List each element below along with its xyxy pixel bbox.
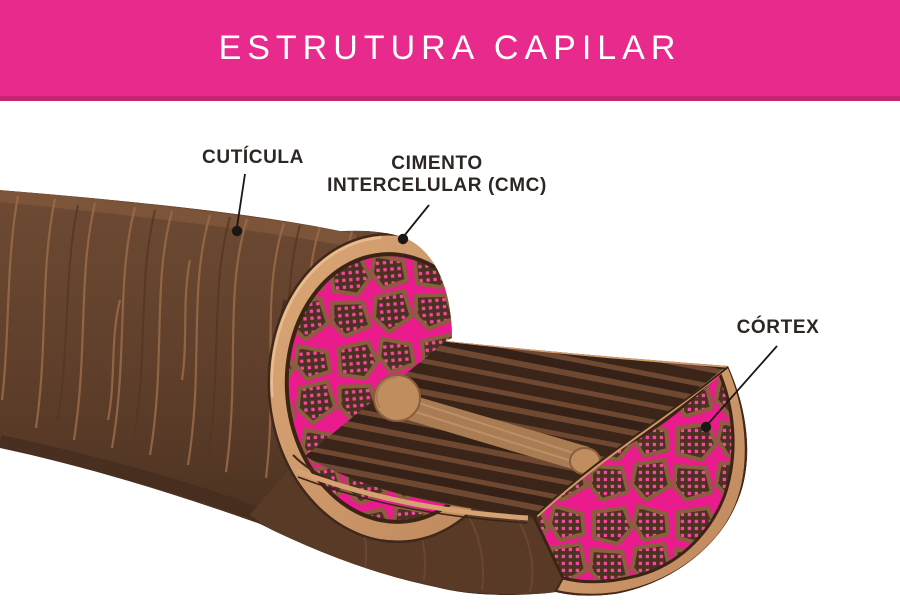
medulla-streaks (389, 396, 581, 463)
medulla-core-detail (375, 375, 398, 409)
cuticula-leader-line (236, 173, 246, 228)
label-cuticula: CUTÍCULA (202, 147, 304, 168)
page-title: ESTRUTURA CAPILAR (218, 28, 682, 67)
label-cimento-line1: CIMENTO (391, 153, 483, 174)
label-cortex: CÓRTEX (736, 317, 820, 338)
near-cut-edge (297, 476, 528, 524)
cortex-leader-line (707, 345, 778, 425)
medulla-core-front (373, 374, 421, 422)
label-cimento-line2: INTERCELULAR (CMC) (327, 175, 547, 196)
leader-dots (231, 225, 712, 433)
cuticula-dot (231, 225, 243, 237)
cmc-dot (397, 233, 409, 245)
cortex-dot (700, 421, 712, 433)
ring-accent-bottom (292, 454, 333, 481)
cmc-leader-line (403, 204, 430, 237)
medulla-core-end (569, 447, 601, 475)
fiber-cut-plane (296, 338, 729, 524)
near-cut-rim (296, 468, 529, 521)
title-banner: ESTRUTURA CAPILAR (0, 0, 900, 101)
label-cimento-intercelular: CIMENTO INTERCELULAR (CMC) (312, 153, 562, 197)
end-cut-edge (533, 366, 729, 518)
cuticle-ring-highlight (270, 235, 516, 541)
shaft-top-highlight (0, 190, 356, 248)
leader-lines (236, 173, 778, 425)
